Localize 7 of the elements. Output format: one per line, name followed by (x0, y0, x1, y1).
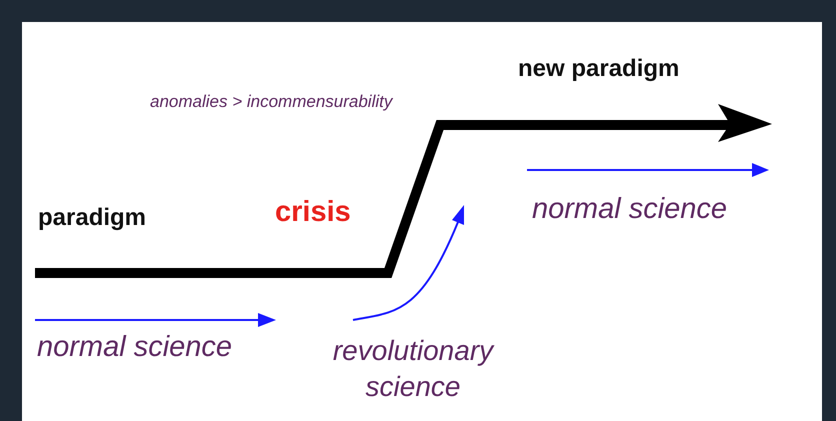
stage-label: paradigm (38, 204, 146, 232)
phase-label: normal science (532, 193, 728, 226)
annotation-label: anomalies > incommensurability (150, 92, 392, 112)
heading-label: new paradigm (518, 55, 680, 83)
phase-label: normal science (37, 331, 232, 364)
phase-label: revolutionary science (332, 334, 496, 404)
stage-label: crisis (275, 196, 351, 230)
